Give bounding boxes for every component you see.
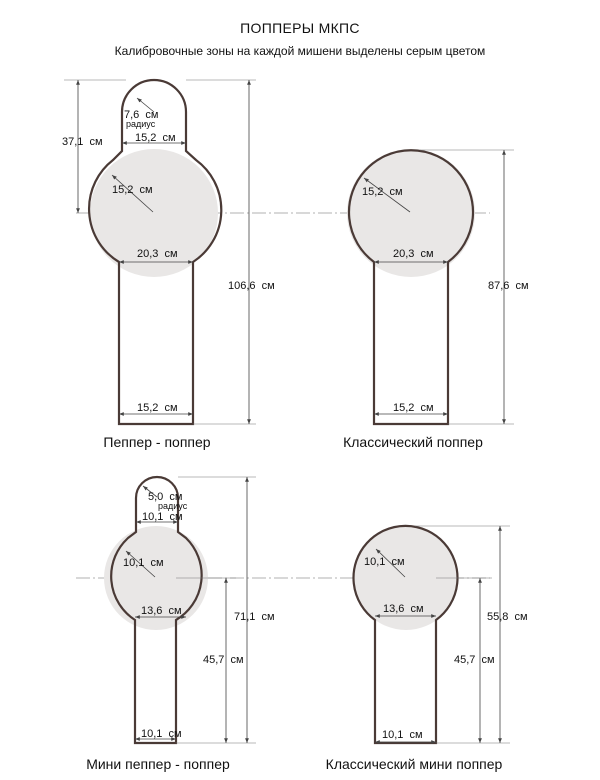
base-width-label: 15,2 см xyxy=(137,402,178,414)
target-classic-mini: 10,1 см 13,6 см 10,1 см 45,7 см 55,8 см … xyxy=(326,524,528,772)
outline-mini-pepper xyxy=(110,475,203,745)
top-height-label: 37,1 см xyxy=(62,136,103,148)
base-width-label: 10,1 см xyxy=(141,728,182,740)
total-height-label: 55,8 см xyxy=(487,611,528,623)
zone-radius-line xyxy=(363,177,411,213)
calibration-zone-pepper xyxy=(90,149,218,277)
radius-word: радиус xyxy=(126,119,156,129)
lower-height-label: 45,7 см xyxy=(454,654,495,666)
zone-radius-label: 15,2 см xyxy=(112,184,153,196)
zone-radius-label: 15,2 см xyxy=(362,186,403,198)
neck-width-label: 15,2 см xyxy=(135,132,176,144)
lower-height-label: 45,7 см xyxy=(203,654,244,666)
neck-width-label: 10,1 см xyxy=(142,511,183,523)
outline-classic xyxy=(347,149,475,426)
base-width-label: 15,2 см xyxy=(393,402,434,414)
caption-classic: Классический поппер xyxy=(343,434,483,450)
target-pepper: 7,6 см радиус 15,2 см 15,2 см 20,3 см 15… xyxy=(62,78,275,450)
target-mini-pepper: 5,0 см радиус 10,1 см 10,1 см 13,6 см 10… xyxy=(86,475,275,772)
body-width-label: 20,3 см xyxy=(137,248,178,260)
head-radius-label: 7,6 см xyxy=(124,109,158,121)
page-subtitle: Калибровочные зоны на каждой мишени выде… xyxy=(114,44,486,58)
zone-radius-line xyxy=(111,174,154,213)
total-height-label: 71,1 см xyxy=(234,611,275,623)
head-radius-line xyxy=(142,485,158,498)
total-height-label: 106,6 см xyxy=(228,280,275,292)
base-width-label: 10,1 см xyxy=(382,729,423,741)
target-classic: 15,2 см 20,3 см 15,2 см 87,6 см Классиче… xyxy=(343,149,529,450)
page-title: ПОППЕРЫ МКПС xyxy=(240,20,360,36)
total-height-label: 87,6 см xyxy=(488,280,529,292)
zone-radius-line xyxy=(125,550,156,578)
caption-pepper: Пеппер - поппер xyxy=(103,434,210,450)
outline-pepper xyxy=(87,78,223,426)
caption-classic-mini: Классический мини поппер xyxy=(326,756,503,772)
radius-word: радиус xyxy=(158,501,188,511)
body-width-label: 20,3 см xyxy=(393,248,434,260)
zone-radius-label: 10,1 см xyxy=(123,557,164,569)
calibration-zone-classic xyxy=(347,149,475,277)
body-width-label: 13,6 см xyxy=(383,603,424,615)
head-radius-label: 5,0 см xyxy=(148,491,182,503)
zone-radius-label: 10,1 см xyxy=(364,556,405,568)
body-width-label: 13,6 см xyxy=(141,605,182,617)
caption-mini-pepper: Мини пеппер - поппер xyxy=(86,756,230,772)
head-radius-line xyxy=(136,97,155,113)
outline-classic-mini xyxy=(352,524,459,745)
zone-radius-line xyxy=(375,548,406,578)
